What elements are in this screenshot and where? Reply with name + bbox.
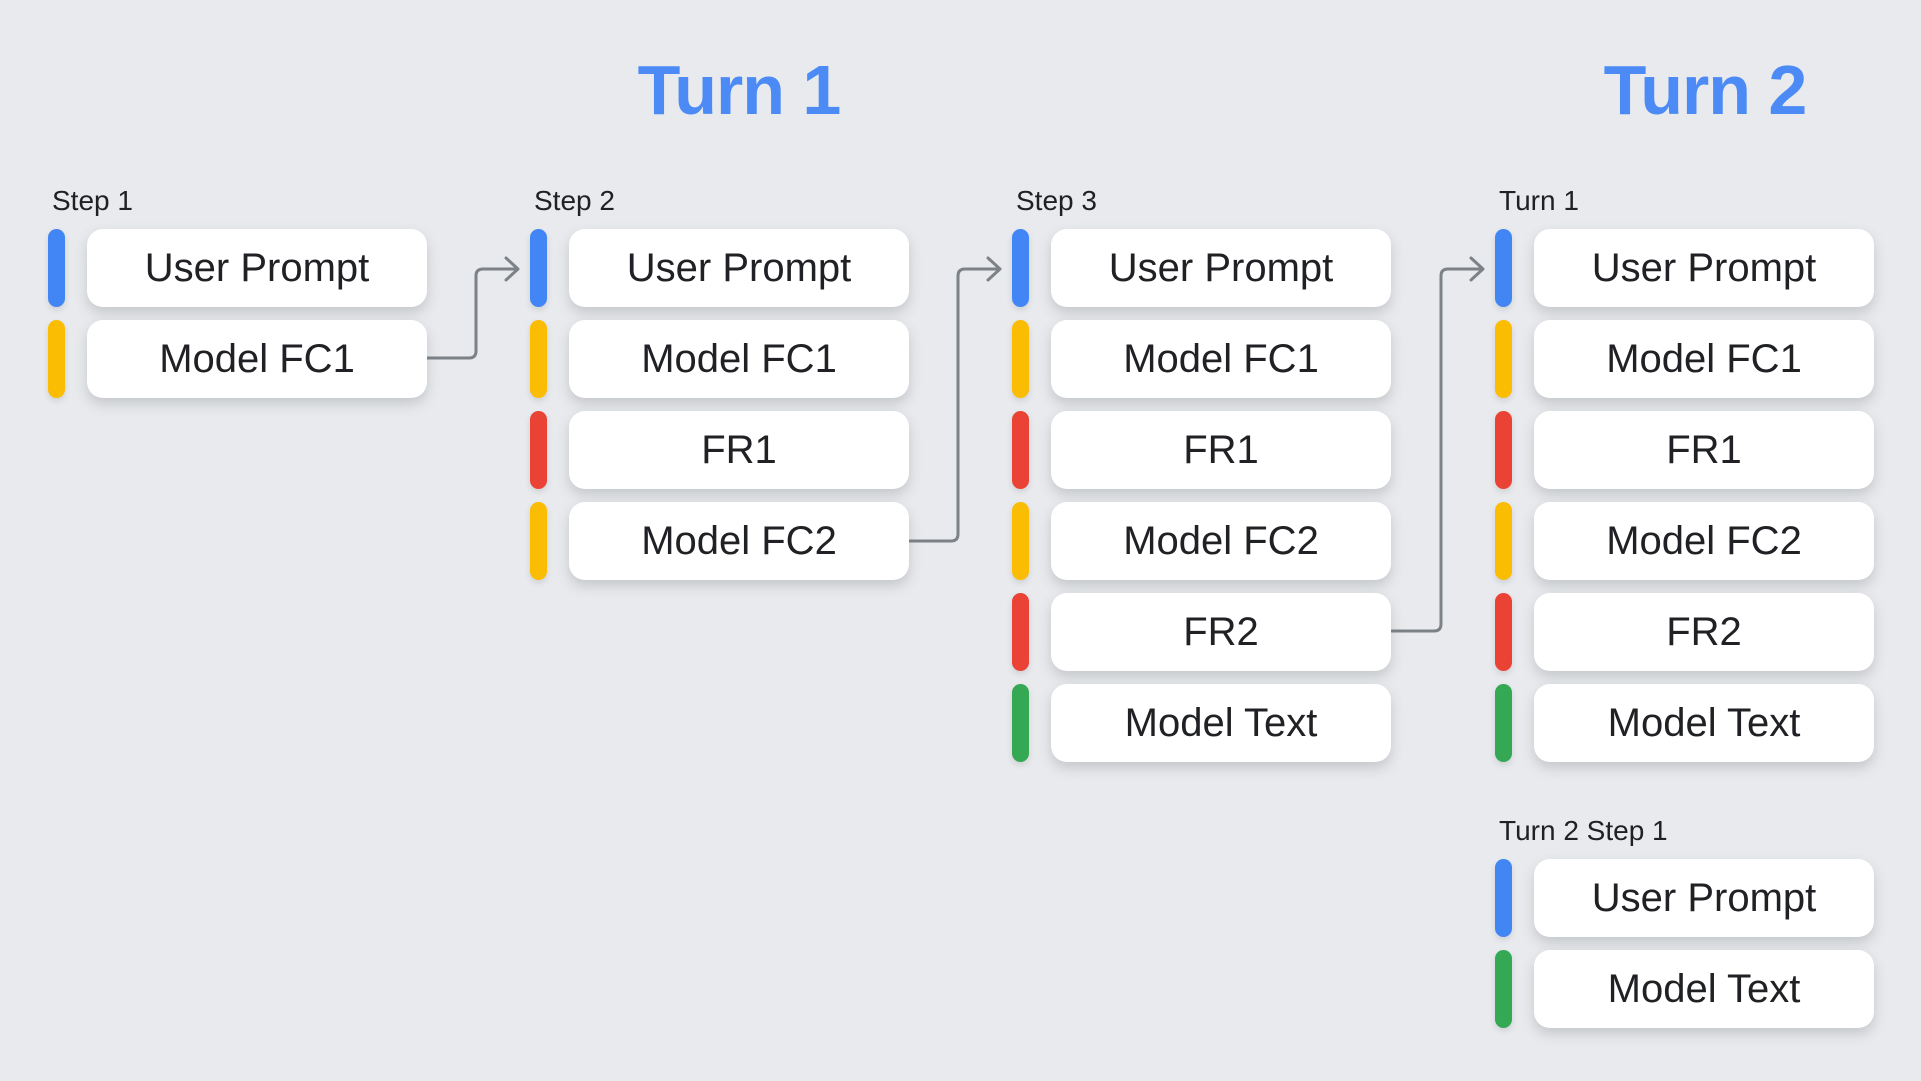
card-row: FR1	[1012, 411, 1391, 489]
message-card-label: Model FC2	[1606, 518, 1802, 563]
card-row: Model FC1	[1012, 320, 1391, 398]
card-row: FR2	[1495, 593, 1874, 671]
message-card: Model FC2	[1534, 502, 1874, 580]
message-card-label: FR2	[1183, 609, 1259, 654]
card-row: User Prompt	[1495, 859, 1874, 937]
role-color-bar	[530, 502, 547, 580]
column-label: Turn 2 Step 1	[1499, 815, 1668, 846]
role-color-bar	[1012, 593, 1029, 671]
card-row: Model FC2	[1012, 502, 1391, 580]
message-card: User Prompt	[1051, 229, 1391, 307]
role-color-bar	[1012, 411, 1029, 489]
message-card-label: FR2	[1666, 609, 1742, 654]
message-card-label: FR1	[1666, 427, 1742, 472]
card-row: User Prompt	[48, 229, 427, 307]
role-color-bar	[48, 320, 65, 398]
message-card: FR1	[1534, 411, 1874, 489]
message-card-label: Model FC1	[641, 336, 837, 381]
message-card: FR2	[1051, 593, 1391, 671]
message-card-label: User Prompt	[626, 245, 852, 290]
card-row: Model Text	[1012, 684, 1391, 762]
card-row: Model Text	[1495, 684, 1874, 762]
role-color-bar	[1495, 684, 1512, 762]
role-color-bar	[1012, 502, 1029, 580]
message-card: Model FC2	[1051, 502, 1391, 580]
role-color-bar	[1012, 320, 1029, 398]
card-row: User Prompt	[530, 229, 909, 307]
role-color-bar	[530, 320, 547, 398]
arrow-step3-to-turn1	[1390, 256, 1485, 633]
card-row: Model FC1	[530, 320, 909, 398]
message-card: FR1	[569, 411, 909, 489]
column-label: Step 1	[52, 185, 133, 216]
card-row: Model Text	[1495, 950, 1874, 1028]
message-card-label: Model FC1	[159, 336, 355, 381]
role-color-bar	[1495, 950, 1512, 1028]
card-row: FR1	[1495, 411, 1874, 489]
role-color-bar	[530, 411, 547, 489]
message-card-label: User Prompt	[1591, 245, 1817, 290]
card-row: Model FC2	[1495, 502, 1874, 580]
message-card-label: Model Text	[1124, 700, 1318, 745]
message-card-label: Model Text	[1607, 966, 1801, 1011]
card-row: FR1	[530, 411, 909, 489]
message-card-label: FR1	[1183, 427, 1259, 472]
message-card: Model FC1	[87, 320, 427, 398]
role-color-bar	[1495, 229, 1512, 307]
card-row: User Prompt	[1012, 229, 1391, 307]
card-row: FR2	[1012, 593, 1391, 671]
message-card: Model FC1	[569, 320, 909, 398]
message-card: FR1	[1051, 411, 1391, 489]
message-card: User Prompt	[1534, 229, 1874, 307]
turn-1-header: Turn 1	[637, 51, 842, 129]
message-card: Model Text	[1534, 684, 1874, 762]
card-row: Model FC1	[1495, 320, 1874, 398]
column-label: Step 2	[534, 185, 615, 216]
message-card-label: Model FC2	[1123, 518, 1319, 563]
role-color-bar	[1495, 411, 1512, 489]
message-card-label: User Prompt	[1591, 875, 1817, 920]
message-card-label: Model FC1	[1606, 336, 1802, 381]
role-color-bar	[530, 229, 547, 307]
message-card-label: Model Text	[1607, 700, 1801, 745]
role-color-bar	[1495, 593, 1512, 671]
message-card-label: User Prompt	[1108, 245, 1334, 290]
message-card: Model FC1	[1534, 320, 1874, 398]
role-color-bar	[1495, 320, 1512, 398]
message-card: Model FC1	[1051, 320, 1391, 398]
message-card-label: Model FC2	[641, 518, 837, 563]
column-label: Turn 1	[1499, 185, 1579, 216]
message-card-label: FR1	[701, 427, 777, 472]
message-card: User Prompt	[569, 229, 909, 307]
role-color-bar	[1495, 859, 1512, 937]
arrow-step1-to-step2	[425, 256, 520, 360]
role-color-bar	[48, 229, 65, 307]
message-card-label: User Prompt	[144, 245, 370, 290]
role-color-bar	[1012, 229, 1029, 307]
message-card: Model Text	[1051, 684, 1391, 762]
message-card: User Prompt	[1534, 859, 1874, 937]
message-card-label: Model FC1	[1123, 336, 1319, 381]
message-card: Model FC2	[569, 502, 909, 580]
arrow-step2-to-step3	[907, 256, 1002, 543]
card-row: Model FC2	[530, 502, 909, 580]
card-row: Model FC1	[48, 320, 427, 398]
role-color-bar	[1495, 502, 1512, 580]
message-card: FR2	[1534, 593, 1874, 671]
message-card: User Prompt	[87, 229, 427, 307]
message-card: Model Text	[1534, 950, 1874, 1028]
turn-2-header: Turn 2	[1603, 51, 1808, 129]
column-label: Step 3	[1016, 185, 1097, 216]
card-row: User Prompt	[1495, 229, 1874, 307]
role-color-bar	[1012, 684, 1029, 762]
